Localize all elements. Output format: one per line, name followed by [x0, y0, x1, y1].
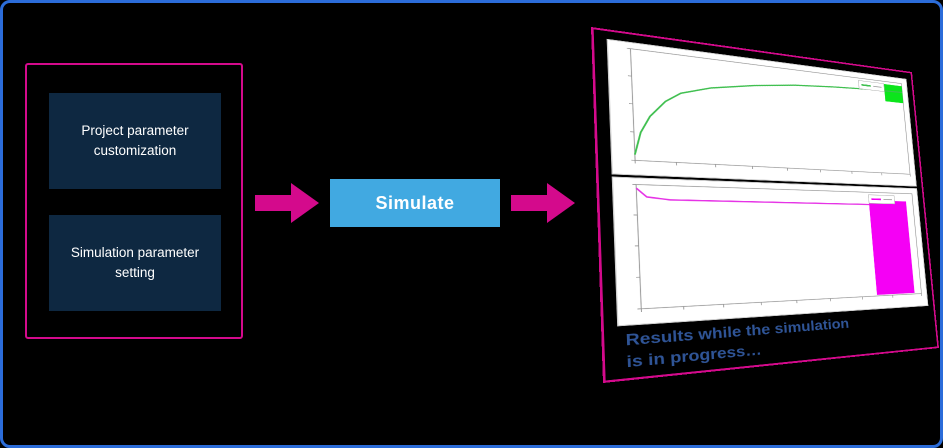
- project-parameter-label: Project parameter customization: [81, 123, 189, 158]
- flow-arrow-left-icon: [255, 183, 319, 223]
- progress-chart-bottom-panel: [611, 176, 929, 327]
- magenta-progress-chart: [613, 177, 928, 326]
- simulate-button[interactable]: Simulate: [330, 179, 500, 227]
- simulation-parameter-box: Simulation parameter setting: [49, 215, 221, 311]
- green-progress-chart: [607, 39, 916, 186]
- simulation-parameter-label: Simulation parameter setting: [70, 245, 200, 280]
- flow-arrow-right-icon: [511, 183, 575, 223]
- progress-chart-top-panel: [606, 38, 917, 187]
- project-parameter-box: Project parameter customization: [49, 93, 221, 189]
- parameter-group-frame: Project parameter customization Simulati…: [25, 63, 243, 339]
- results-frame: Results while the simulation is in progr…: [591, 27, 939, 383]
- results-area: Results while the simulation is in progr…: [588, 23, 940, 435]
